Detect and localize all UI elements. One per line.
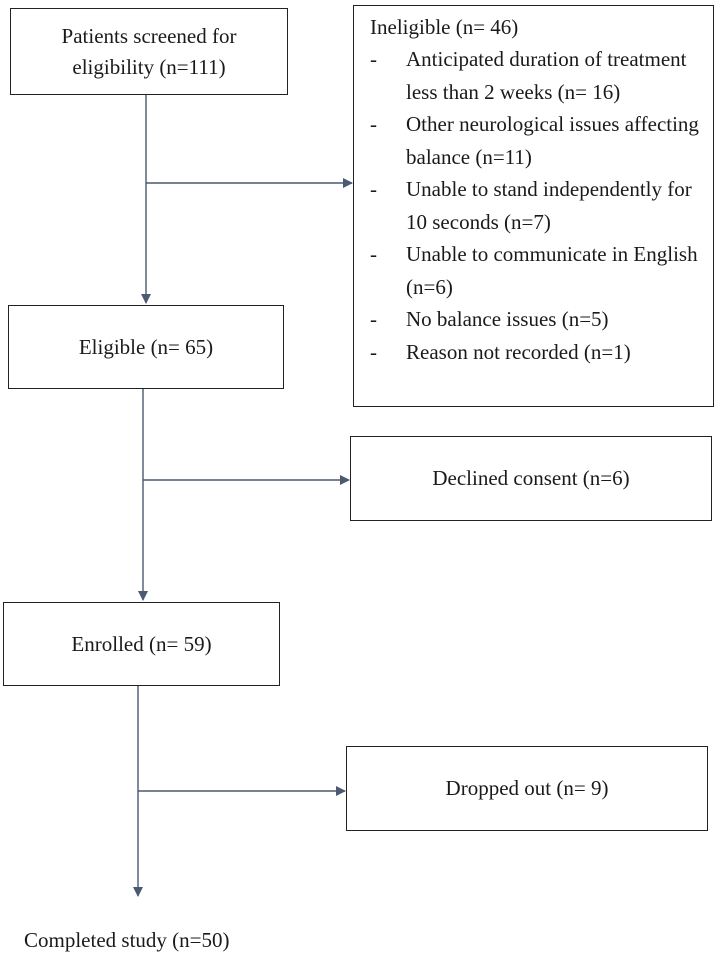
ineligible-reason: Other neurological issues affecting bala… [370,108,713,173]
ineligible-reason: Unable to communicate in English (n=6) [370,238,713,303]
enrolled-box: Enrolled (n= 59) [3,602,280,686]
enrolled-label: Enrolled (n= 59) [71,631,212,656]
screened-line1: Patients screened for [61,23,237,48]
dropped-label: Dropped out (n= 9) [445,776,609,800]
completed-label: Completed study (n=50) [24,928,230,952]
dropped-box: Dropped out (n= 9) [346,746,708,831]
declined-label: Declined consent (n=6) [432,466,630,490]
ineligible-box: Ineligible (n= 46) Anticipated duration … [353,5,714,407]
eligible-label: Eligible (n= 65) [78,334,214,359]
ineligible-reason: Unable to stand independently for 10 sec… [370,173,713,238]
ineligible-reason: No balance issues (n=5) [370,303,713,336]
ineligible-reason: Anticipated duration of treatment less t… [370,43,713,108]
ineligible-reason: Reason not recorded (n=1) [370,336,713,369]
eligible-box: Eligible (n= 65) [8,305,284,389]
screened-line2: eligibility (n=111) [72,54,226,79]
declined-box: Declined consent (n=6) [350,436,712,521]
screened-box: Patients screened for eligibility (n=111… [10,8,288,95]
ineligible-title: Ineligible (n= 46) [370,15,519,39]
ineligible-reasons-list: Anticipated duration of treatment less t… [370,43,713,368]
